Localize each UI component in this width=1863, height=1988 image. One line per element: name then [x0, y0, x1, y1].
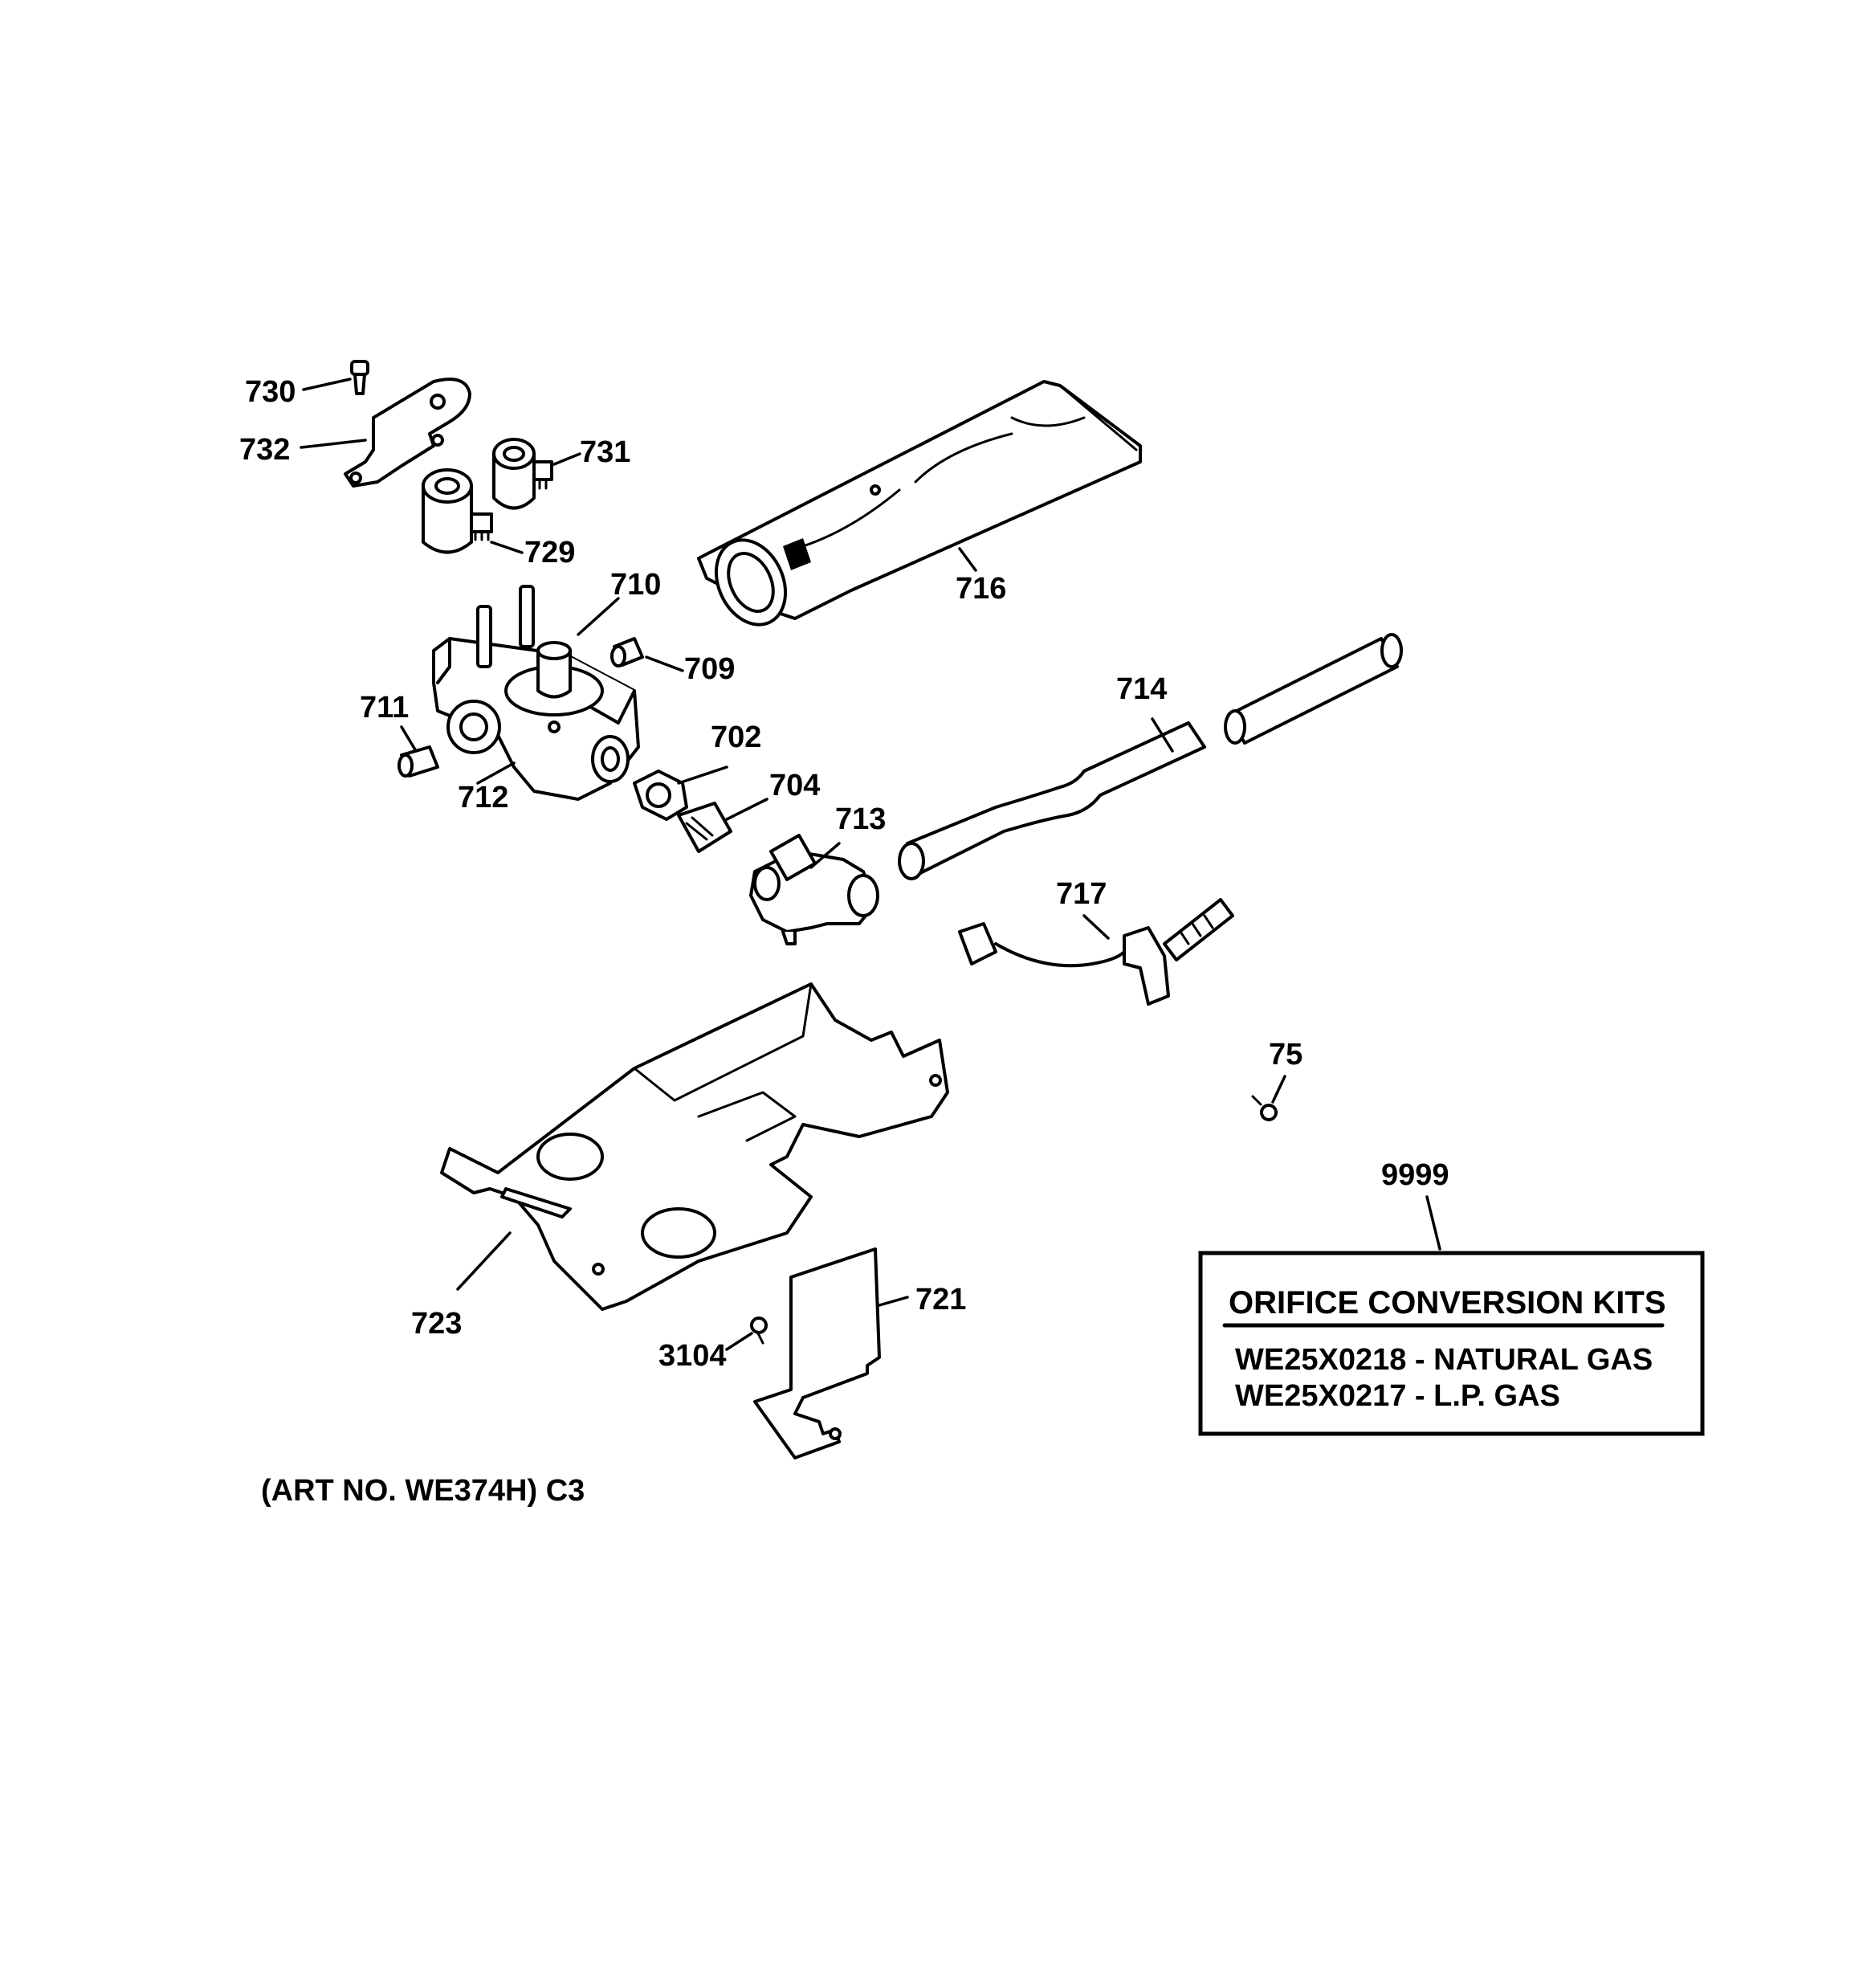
- callout-710: 710: [610, 568, 661, 602]
- kit-box-lp-gas: WE25X0217 - L.P. GAS: [1235, 1379, 1560, 1413]
- callout-711: 711: [360, 691, 409, 725]
- part-709-fitting: [610, 637, 644, 667]
- part-732-bracket: [344, 378, 471, 488]
- kit-box-title: ORIFICE CONVERSION KITS: [1229, 1285, 1666, 1321]
- callout-732: 732: [239, 433, 290, 467]
- callout-729: 729: [524, 536, 575, 569]
- callout-721: 721: [915, 1283, 966, 1316]
- part-711-plug: [397, 745, 439, 778]
- part-716-burner: [697, 380, 1142, 627]
- part-704-orifice: [677, 802, 732, 853]
- part-712-valve-body: [432, 585, 640, 801]
- callout-702: 702: [711, 720, 761, 754]
- callout-713: 713: [835, 802, 886, 836]
- callout-3104: 3104: [658, 1339, 727, 1373]
- callout-labels: 730 732 731 729 710 709 711 712 702 704 …: [239, 375, 1449, 1373]
- callout-709: 709: [684, 652, 735, 686]
- part-75-screw: [1251, 1095, 1278, 1121]
- part-731-coil: [492, 438, 553, 510]
- part-729-coil: [422, 468, 493, 554]
- part-3104-screw: [750, 1316, 768, 1345]
- part-721-shield: [753, 1247, 881, 1459]
- callout-75: 75: [1269, 1038, 1302, 1072]
- part-714-pipe: [898, 633, 1403, 880]
- part-713-shutoff-valve: [749, 834, 879, 945]
- part-702-nut: [633, 769, 688, 821]
- callout-730: 730: [245, 375, 296, 409]
- callout-712: 712: [458, 781, 508, 814]
- callout-704: 704: [769, 769, 820, 802]
- part-723-bracket: [440, 982, 949, 1311]
- part-730-screw: [350, 360, 369, 395]
- callout-723: 723: [411, 1307, 462, 1341]
- art-number: (ART NO. WE374H) C3: [261, 1474, 585, 1508]
- part-717-igniter: [958, 898, 1234, 1006]
- callout-9999: 9999: [1381, 1158, 1449, 1192]
- kit-box-natural-gas: WE25X0218 - NATURAL GAS: [1235, 1343, 1653, 1377]
- callout-714: 714: [1116, 672, 1167, 706]
- callout-731: 731: [580, 435, 630, 469]
- orifice-kit-box: ORIFICE CONVERSION KITS WE25X0218 - NATU…: [1198, 1251, 1705, 1436]
- callout-716: 716: [956, 572, 1006, 606]
- leader-lines: [300, 378, 1441, 1351]
- callout-717: 717: [1056, 877, 1107, 911]
